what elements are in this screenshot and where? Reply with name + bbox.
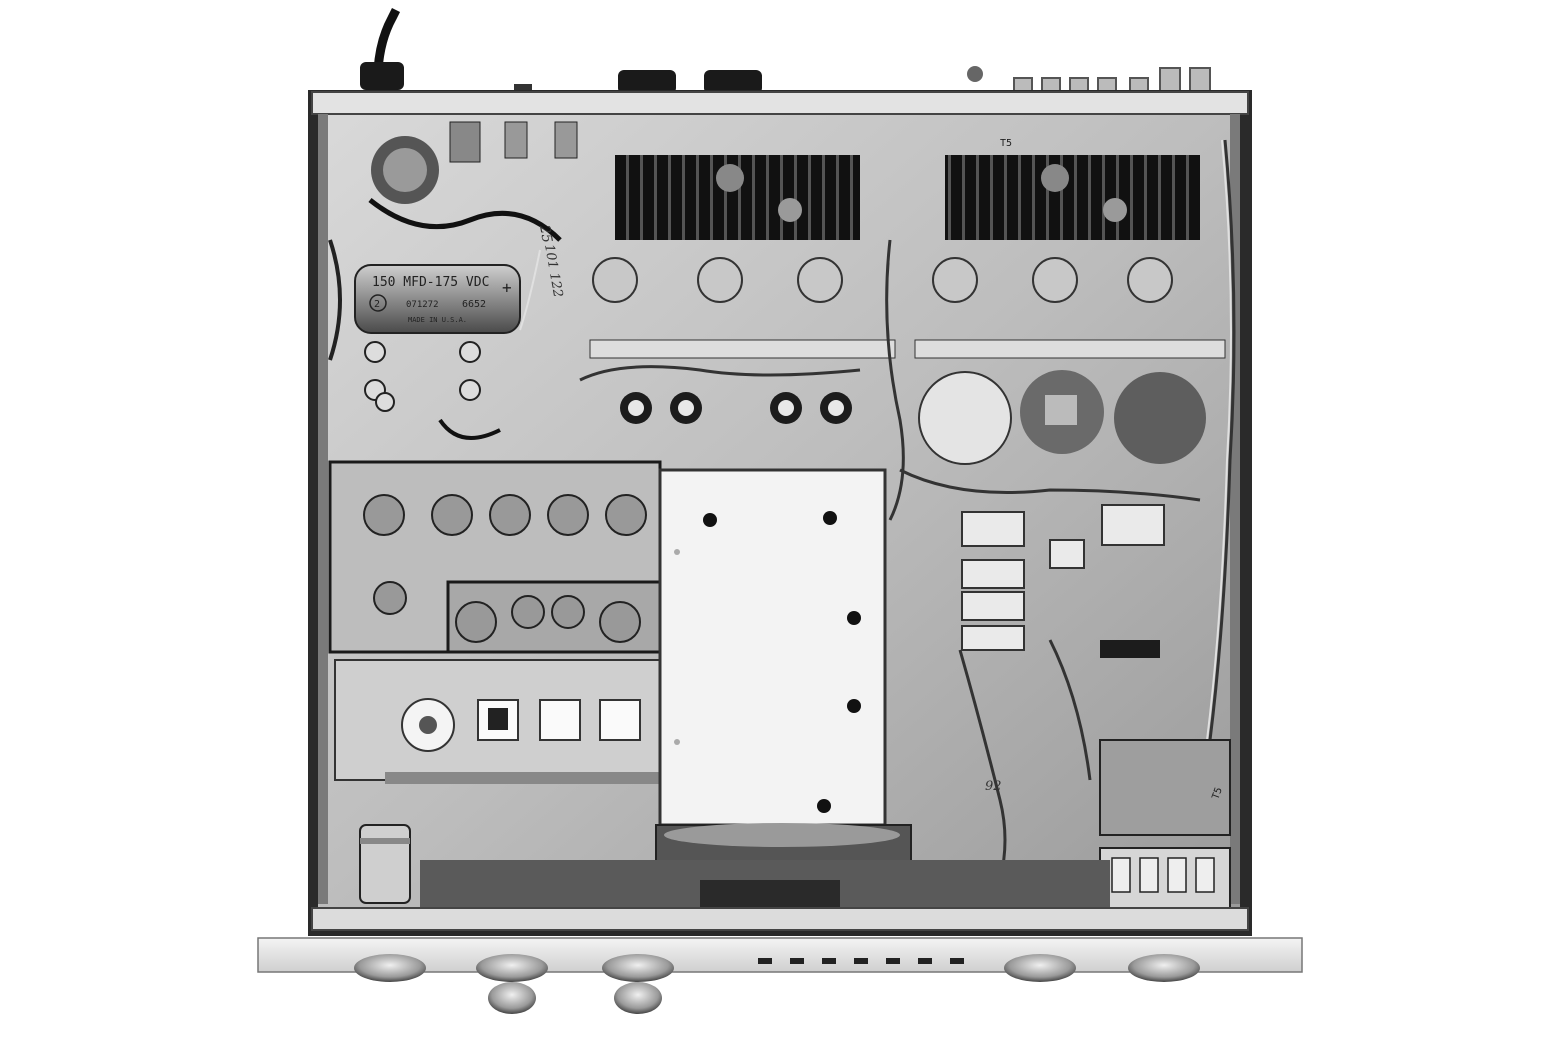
heatsink-left: [615, 155, 860, 240]
cap-code-right: 6652: [462, 299, 486, 310]
wire-tag-right: T5: [1210, 786, 1224, 801]
terminal-strip-left: [589, 339, 896, 359]
tone-board: [334, 659, 661, 784]
cap-badge-text: 2: [374, 299, 380, 310]
output-sockets: [592, 257, 1173, 303]
switch-block: [1099, 739, 1231, 909]
shield-plate: [658, 468, 887, 827]
front-panel: [257, 937, 1303, 1014]
power-supply-section: [328, 121, 578, 361]
heatsink-right: [945, 155, 1200, 240]
wiring-harness: [579, 139, 1236, 881]
resistor-block: [961, 504, 1165, 651]
wire-tag-top: T5: [1000, 138, 1012, 149]
strain-relief: [360, 62, 404, 90]
cap-plus-text: +: [502, 278, 512, 297]
socket-discs: [918, 370, 1206, 465]
handwritten-note-top: 25: [536, 223, 555, 244]
rear-rail: [311, 91, 1249, 115]
front-knobs: [354, 954, 1200, 1014]
filter-capacitor: 150 MFD-175 VDC 2 071272 6652 + MADE IN …: [354, 264, 521, 334]
cap-code-left: 071272: [406, 300, 439, 310]
terminal-strip-right: [914, 339, 1226, 359]
pushbutton-row: [758, 958, 964, 964]
preamp-board: [328, 460, 662, 654]
cap-rating-text: 150 MFD-175 VDC: [372, 275, 489, 290]
can-capacitor: [359, 824, 411, 904]
transistor-board-left: [364, 341, 481, 412]
power-cord: [373, 7, 401, 71]
cap-origin-text: MADE IN U.S.A.: [408, 316, 467, 324]
